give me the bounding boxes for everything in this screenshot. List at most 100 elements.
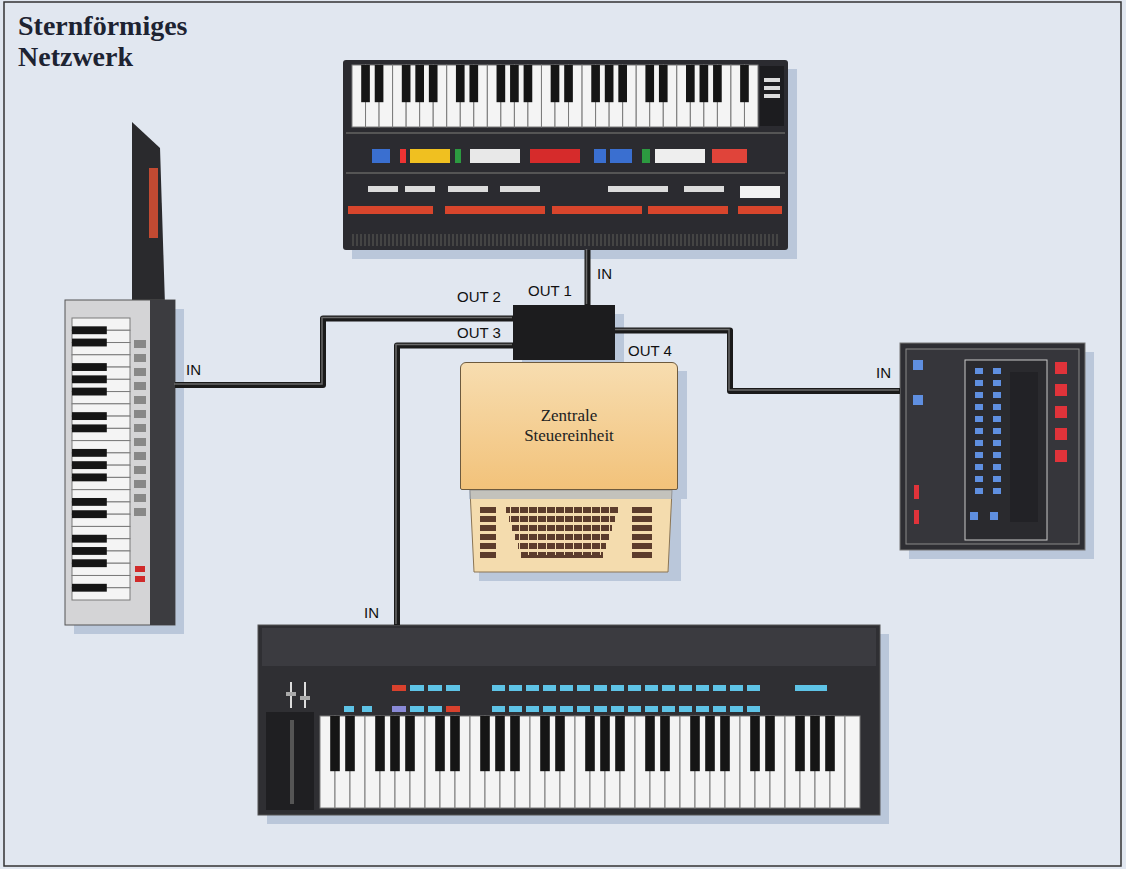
vent (392, 234, 394, 246)
vent (744, 234, 746, 246)
vent (760, 234, 762, 246)
keytar-button-red (135, 576, 145, 582)
key-row (512, 525, 612, 531)
key-block (480, 525, 496, 531)
vent (556, 234, 558, 246)
vent (660, 234, 662, 246)
panel-switches (684, 186, 724, 192)
key-row (521, 552, 603, 558)
pad-led (993, 392, 1001, 398)
vent (736, 234, 738, 246)
key-gap (591, 507, 592, 555)
black-key (72, 510, 107, 518)
vent (704, 234, 706, 246)
panel-button (492, 706, 505, 712)
keytar-button (134, 452, 146, 460)
slider (304, 682, 306, 708)
panel-button (509, 706, 522, 712)
vent (628, 234, 630, 246)
panel-switch (764, 78, 780, 82)
panel-button (662, 706, 675, 712)
black-key (551, 65, 560, 102)
panel-button (730, 685, 743, 691)
black-key (645, 716, 655, 771)
white-key (845, 716, 860, 808)
drum-pad-red (1055, 406, 1067, 418)
vent (480, 234, 482, 246)
panel-button (611, 706, 624, 712)
black-key (810, 716, 820, 771)
panel-button (446, 685, 460, 691)
vent (516, 234, 518, 246)
keytar-button (134, 494, 146, 502)
pad-led (993, 488, 1001, 494)
panel-button (543, 685, 556, 691)
vent (696, 234, 698, 246)
black-key (72, 498, 107, 506)
black-key (72, 547, 107, 555)
vent (512, 234, 514, 246)
black-key (450, 716, 460, 771)
device-node: IN (343, 60, 788, 250)
vent (560, 234, 562, 246)
black-key (795, 716, 805, 771)
vent (608, 234, 610, 246)
vent (524, 234, 526, 246)
vent (432, 234, 434, 246)
keytar-button-red (135, 566, 145, 572)
black-key (700, 65, 709, 102)
pad-led (975, 440, 983, 446)
panel-button (470, 149, 520, 163)
panel-button (400, 149, 406, 163)
key-gap (564, 507, 565, 555)
drum-mark (914, 485, 919, 499)
keytar-button (134, 382, 146, 390)
black-key (645, 65, 654, 102)
black-key (469, 65, 478, 102)
keytar-button (134, 368, 146, 376)
vent (536, 234, 538, 246)
cable-highlight (586, 249, 588, 304)
black-key (72, 326, 107, 334)
pad-led (993, 428, 1001, 434)
keytar-side (150, 300, 175, 625)
vent (588, 234, 590, 246)
pad-led (975, 464, 983, 470)
black-key (375, 65, 384, 102)
vent (740, 234, 742, 246)
panel-button (410, 685, 424, 691)
black-key (750, 716, 760, 771)
black-key (585, 716, 595, 771)
keytar-button (134, 480, 146, 488)
vent (396, 234, 398, 246)
pad-led (993, 404, 1001, 410)
vent (664, 234, 666, 246)
vent (680, 234, 682, 246)
wheel-slot (266, 712, 314, 810)
black-key (72, 559, 107, 567)
panel-button (446, 706, 460, 712)
key-block (632, 534, 652, 540)
vent (436, 234, 438, 246)
panel-button (560, 706, 573, 712)
vent (384, 234, 386, 246)
vent (388, 234, 390, 246)
vent (720, 234, 722, 246)
vent (460, 234, 462, 246)
pad-led (993, 416, 1001, 422)
panel-button (392, 685, 406, 691)
panel-button (730, 706, 743, 712)
key-block (480, 543, 496, 549)
vent (368, 234, 370, 246)
wheel (290, 720, 294, 804)
black-key (660, 716, 670, 771)
keytar-button (134, 340, 146, 348)
black-key (402, 65, 411, 102)
pad-led (975, 368, 983, 374)
panel-button (645, 706, 658, 712)
drum-body (900, 343, 1085, 550)
computer-case (470, 490, 672, 572)
panel-button (428, 685, 442, 691)
vent (620, 234, 622, 246)
frame (4, 2, 1121, 866)
